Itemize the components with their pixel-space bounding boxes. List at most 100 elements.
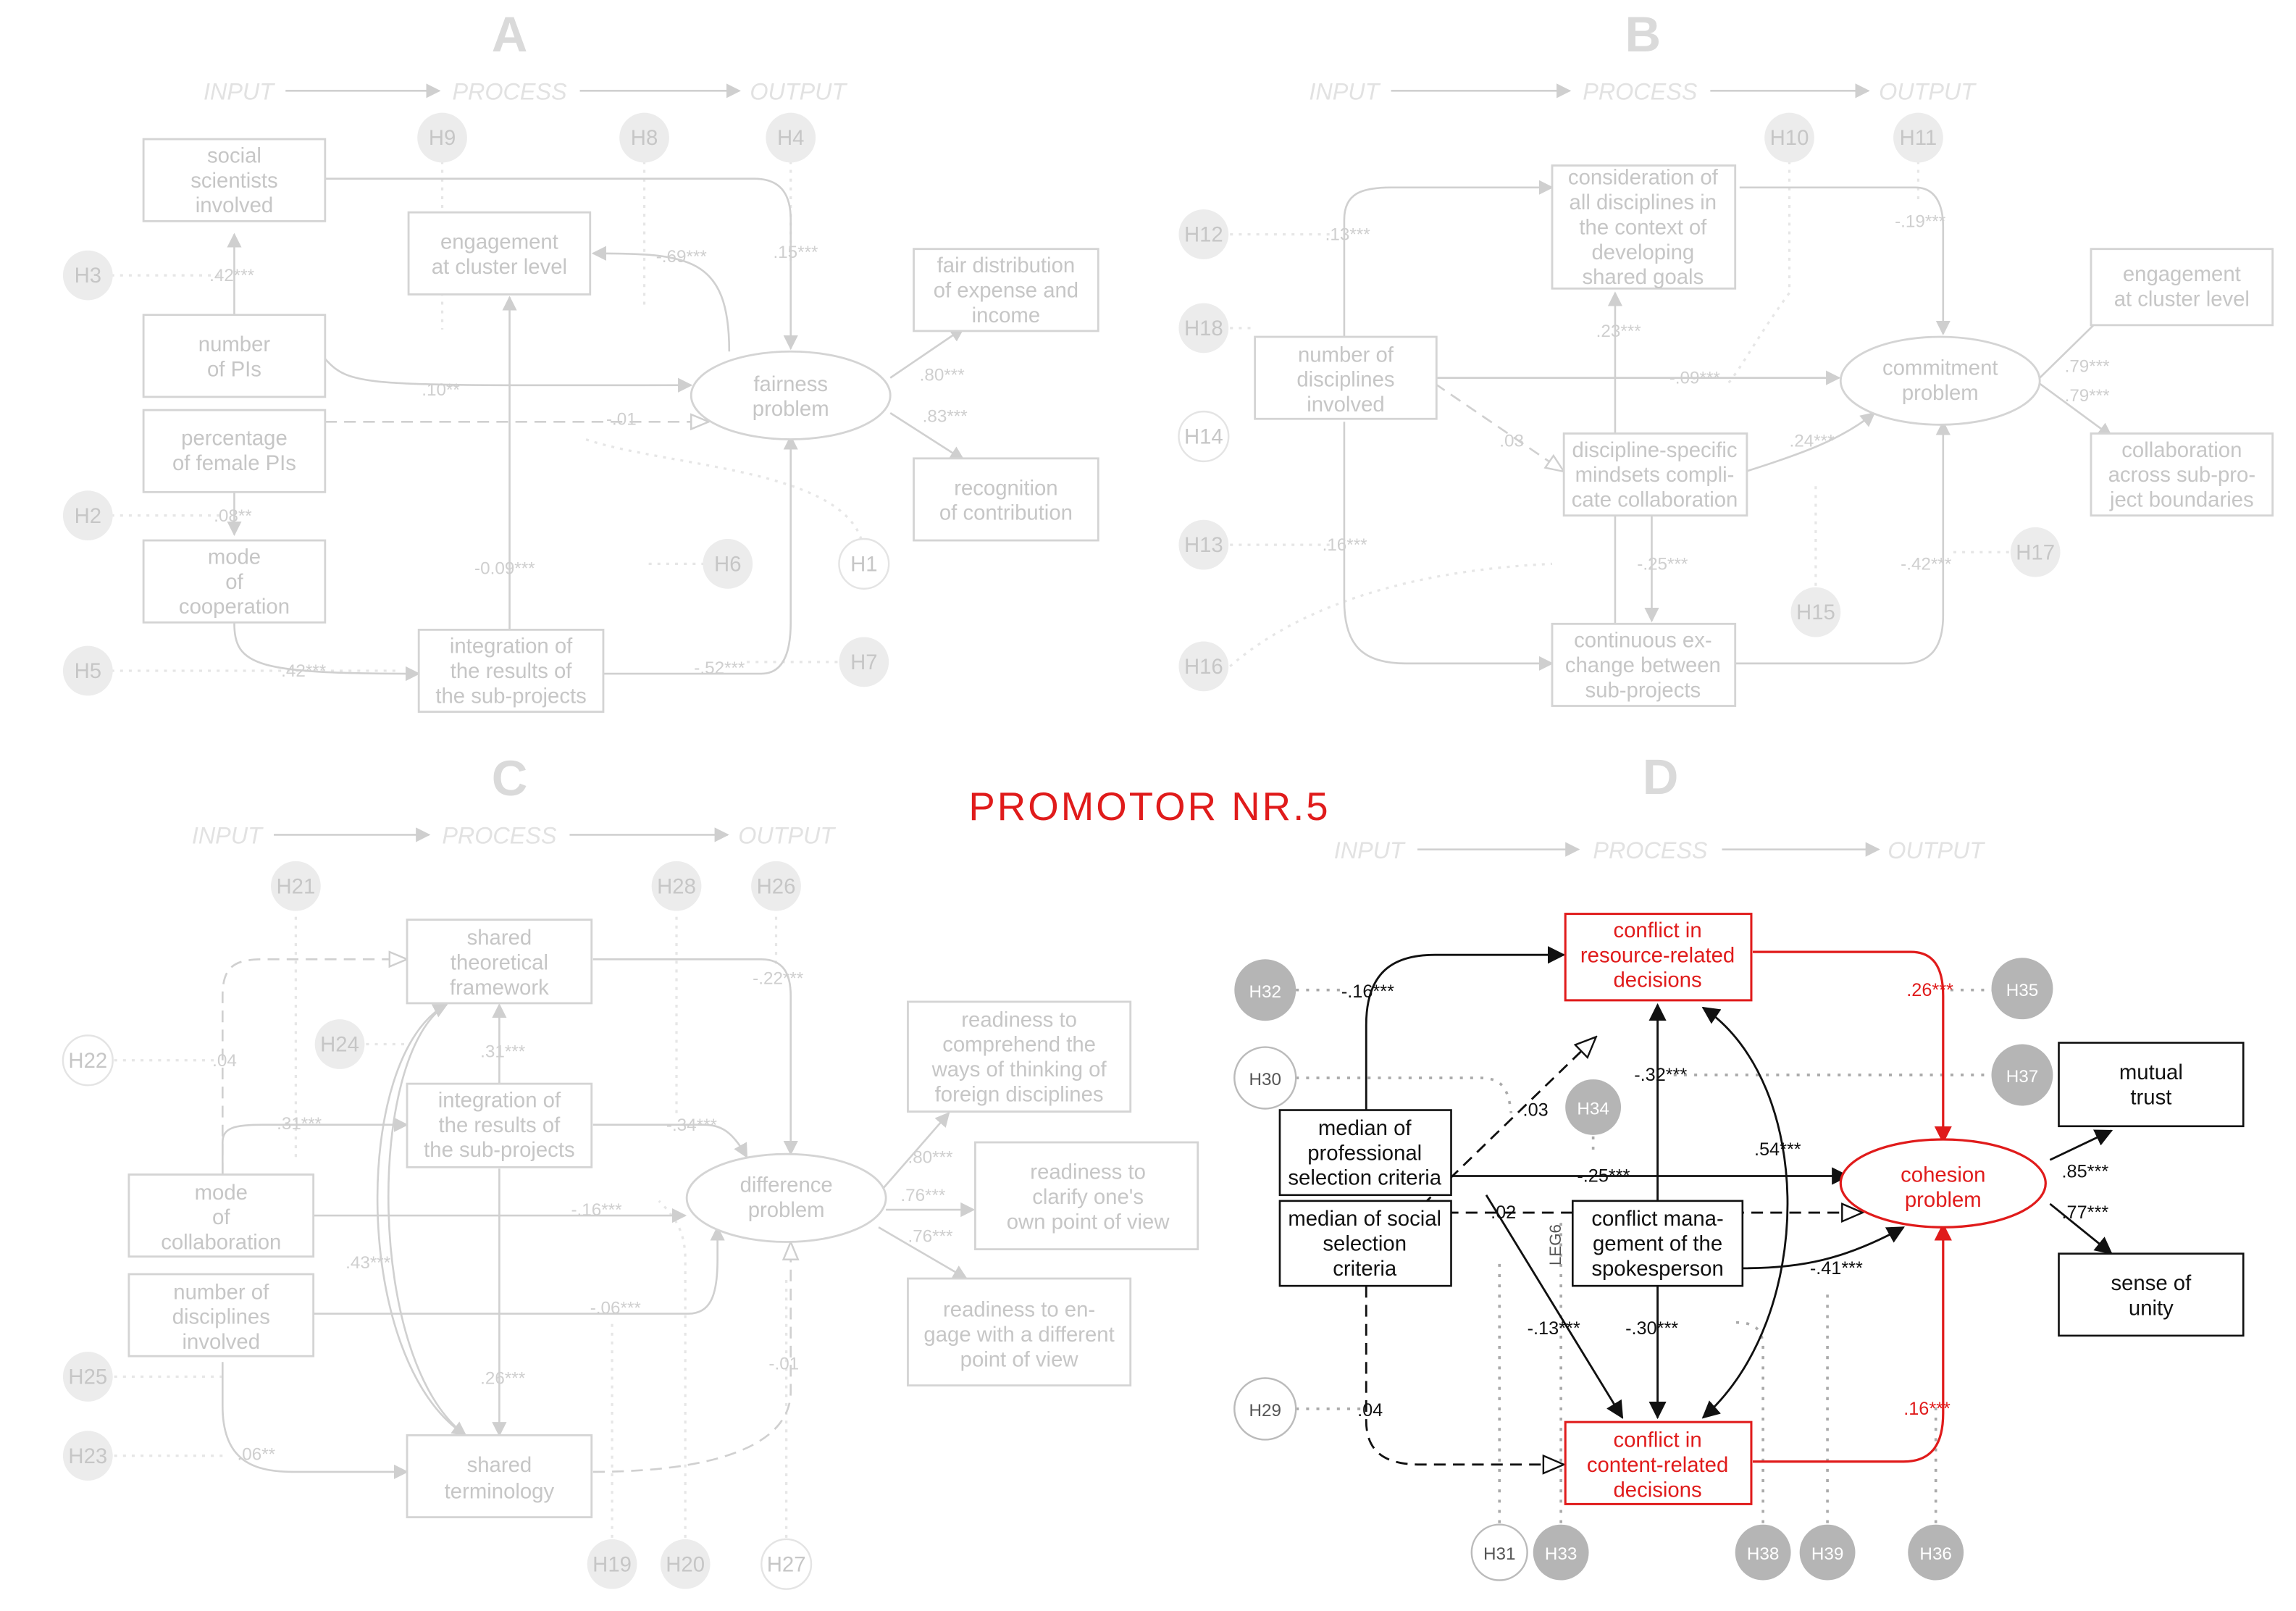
path-mgmt-to-cohesion <box>1742 1226 1905 1270</box>
svg-text:-.30***: -.30*** <box>1625 1318 1678 1339</box>
panel-a-coefficients: .42*** .08** .42*** .10** -.01 -.69*** .… <box>209 243 968 681</box>
svg-text:H32: H32 <box>1249 982 1281 1002</box>
svg-text:H23: H23 <box>68 1444 107 1468</box>
hyp-node: H3 <box>75 264 101 288</box>
svg-text:.83***: .83*** <box>923 406 968 426</box>
path-resource-content-correlation <box>1701 1006 1789 1419</box>
panel-a-letter: A <box>492 7 528 62</box>
svg-text:H9: H9 <box>429 126 456 150</box>
promotor-title: PROMOTOR NR.5 <box>968 784 1330 829</box>
path-content-to-cohesion <box>1752 1223 1952 1463</box>
side-label: LEG6 <box>1546 1224 1564 1265</box>
svg-text:.80***: .80*** <box>920 366 965 385</box>
svg-text:H8: H8 <box>631 126 658 150</box>
svg-text:.76***: .76*** <box>908 1226 953 1246</box>
path-prof-to-content <box>1485 1194 1624 1419</box>
svg-text:.31***: .31*** <box>277 1114 322 1134</box>
svg-text:H1: H1 <box>850 553 877 577</box>
svg-text:.04: .04 <box>212 1051 237 1071</box>
svg-text:H7: H7 <box>850 650 877 674</box>
svg-text:.13***: .13*** <box>1325 225 1371 245</box>
path-prof-to-resource <box>1365 946 1566 1110</box>
svg-text:H10: H10 <box>1770 126 1809 150</box>
panel-a-flow-header: INPUT PROCESS OUTPUT <box>204 78 847 104</box>
svg-text:-.69***: -.69*** <box>656 247 708 267</box>
svg-text:H18: H18 <box>1184 317 1223 340</box>
svg-text:-.42***: -.42*** <box>1901 554 1952 574</box>
hypothesis-node <box>1470 1523 1528 1581</box>
svg-text:-.22***: -.22*** <box>753 969 804 989</box>
svg-text:H22: H22 <box>68 1049 107 1073</box>
svg-text:.80***: .80*** <box>908 1147 953 1167</box>
svg-text:.04: .04 <box>1357 1400 1383 1420</box>
hypothesis-node <box>1991 958 2053 1020</box>
svg-text:.15***: .15*** <box>773 243 818 262</box>
hypothesis-node <box>1234 959 1296 1021</box>
panel-b-hypotheses: H12 H18 H14 H13 H16 H10 H11 H15 H17 <box>1178 112 2061 692</box>
panel-d-flow-header: INPUT PROCESS OUTPUT <box>1334 837 1986 863</box>
svg-text:-.16***: -.16*** <box>571 1200 622 1220</box>
panel-a-hypotheses: H3 H2 H5 H9 H8 H4 H6 H1 H7 <box>62 112 890 696</box>
svg-text:H20: H20 <box>666 1552 705 1576</box>
svg-text:H25: H25 <box>68 1365 107 1389</box>
svg-text:-0.09***: -0.09*** <box>474 559 535 579</box>
sense-of-unity-box <box>2058 1252 2245 1337</box>
hypothesis-node <box>1565 1079 1622 1135</box>
panel-a: A INPUT PROCESS OUTPUT H3 H2 H5 H9 H8 H4… <box>62 7 1099 714</box>
svg-text:INPUT: INPUT <box>204 78 275 104</box>
path-social-to-content <box>1365 1286 1564 1465</box>
svg-text:.06**: .06** <box>238 1445 276 1465</box>
svg-text:H28: H28 <box>657 874 696 898</box>
svg-text:H39: H39 <box>1811 1544 1843 1564</box>
svg-text:OUTPUT: OUTPUT <box>1879 78 1977 104</box>
svg-text:-.13***: -.13*** <box>1528 1318 1580 1339</box>
conflict-management-box <box>1571 1200 1744 1287</box>
svg-text:INPUT: INPUT <box>1309 78 1380 104</box>
panel-b-letter: B <box>1625 7 1662 62</box>
svg-text:-.06***: -.06*** <box>590 1299 642 1318</box>
hypothesis-node <box>1735 1524 1791 1581</box>
median-professional-box <box>1278 1109 1452 1197</box>
svg-text:H38: H38 <box>1747 1544 1779 1564</box>
hypothesis-node <box>1233 1377 1297 1441</box>
panel-d-hypotheses: H32 H30 H29 H34 H35 H37 H31 H33 H38 H39 … <box>1233 958 2053 1581</box>
svg-text:H37: H37 <box>2006 1067 2038 1087</box>
svg-text:.43***: .43*** <box>345 1253 391 1273</box>
svg-text:-.41***: -.41*** <box>1810 1258 1863 1279</box>
svg-text:H5: H5 <box>75 659 101 683</box>
svg-text:.26***: .26*** <box>480 1369 526 1389</box>
svg-text:H27: H27 <box>767 1552 806 1576</box>
mutual-trust-box <box>2058 1042 2245 1128</box>
hypothesis-node <box>1799 1524 1856 1581</box>
svg-text:-.16***: -.16*** <box>1341 982 1394 1002</box>
svg-text:-.34***: -.34*** <box>666 1116 718 1135</box>
svg-text:-.09***: -.09*** <box>1669 369 1721 388</box>
svg-text:H16: H16 <box>1184 655 1223 679</box>
svg-text:.42***: .42*** <box>281 661 327 681</box>
svg-text:PROCESS: PROCESS <box>442 823 557 849</box>
svg-text:.76***: .76*** <box>900 1186 946 1205</box>
conflict-content-box <box>1564 1420 1753 1505</box>
svg-text:H30: H30 <box>1249 1070 1281 1089</box>
panel-d: D INPUT PROCESS OUTPUT H32 H30 H29 H34 H… <box>1233 749 2245 1581</box>
svg-text:.10**: .10** <box>422 380 460 400</box>
